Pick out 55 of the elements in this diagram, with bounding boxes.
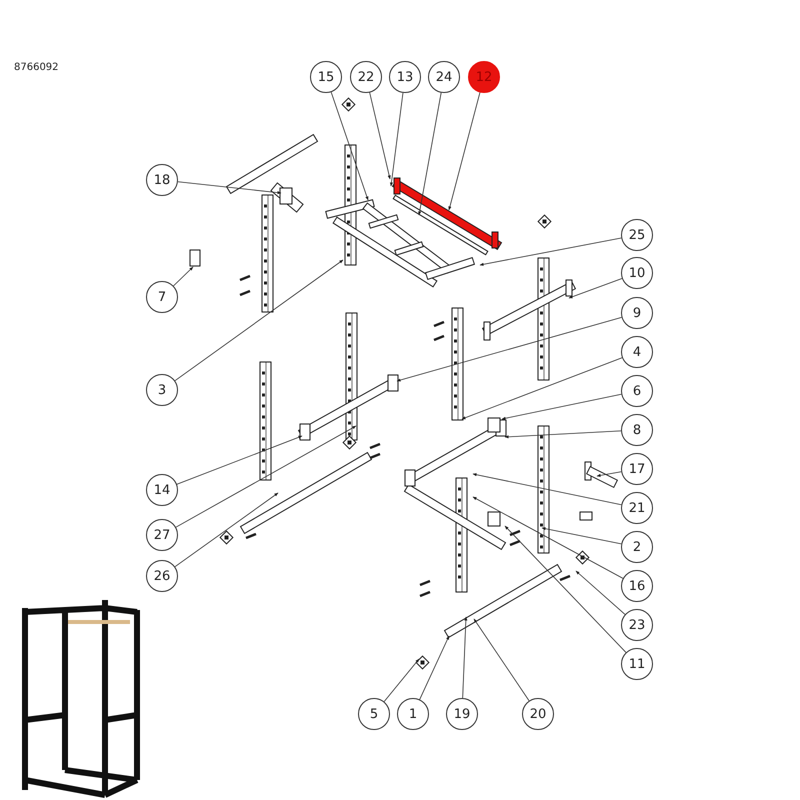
leader-line bbox=[504, 430, 622, 438]
callout-number: 23 bbox=[621, 609, 653, 641]
callout-number: 3 bbox=[146, 374, 178, 406]
callout-number: 27 bbox=[146, 519, 178, 551]
callout-number: 21 bbox=[621, 492, 653, 524]
callout-number: 13 bbox=[389, 61, 421, 93]
leader-line bbox=[174, 260, 344, 382]
leader-line bbox=[480, 238, 622, 266]
leader-line bbox=[504, 526, 626, 653]
callout-number: 8 bbox=[621, 414, 653, 446]
leader-line bbox=[474, 618, 530, 702]
product-code: 8766092 bbox=[14, 62, 59, 73]
callout-number: 7 bbox=[146, 281, 178, 313]
leader-line bbox=[384, 658, 420, 702]
callout-number: 22 bbox=[350, 61, 382, 93]
callout-number: 20 bbox=[522, 698, 554, 730]
callout-number: 10 bbox=[621, 257, 653, 289]
callout-number: 19 bbox=[446, 698, 478, 730]
callout-number: 26 bbox=[146, 560, 178, 592]
leader-line bbox=[369, 92, 391, 180]
leader-line bbox=[330, 92, 368, 200]
callout-number: 9 bbox=[621, 297, 653, 329]
leader-line bbox=[472, 473, 622, 506]
leader-line bbox=[448, 92, 480, 210]
leader-line bbox=[176, 436, 302, 485]
leader-line bbox=[418, 92, 442, 216]
callout-number: 18 bbox=[146, 164, 178, 196]
callout-number: 12 bbox=[468, 61, 500, 93]
leader-line bbox=[502, 394, 622, 420]
leader-line bbox=[178, 181, 282, 194]
callout-number: 11 bbox=[621, 648, 653, 680]
leader-line bbox=[576, 570, 626, 615]
leader-line bbox=[596, 471, 622, 477]
callout-number: 16 bbox=[621, 570, 653, 602]
callout-number: 4 bbox=[621, 336, 653, 368]
callout-number: 6 bbox=[621, 375, 653, 407]
leader-line bbox=[568, 278, 622, 298]
callout-number: 14 bbox=[146, 474, 178, 506]
callout-number: 25 bbox=[621, 219, 653, 251]
callout-number: 1 bbox=[397, 698, 429, 730]
leader-line bbox=[396, 316, 622, 382]
callout-number: 5 bbox=[358, 698, 390, 730]
leader-line bbox=[419, 636, 450, 700]
leader-line bbox=[174, 492, 278, 568]
leader-line bbox=[176, 426, 356, 528]
leader-line bbox=[390, 92, 404, 186]
leader-line bbox=[462, 357, 622, 420]
leader-line bbox=[173, 266, 194, 286]
callout-number: 2 bbox=[621, 531, 653, 563]
callout-number: 24 bbox=[428, 61, 460, 93]
leader-line bbox=[462, 616, 468, 698]
leader-line bbox=[542, 527, 622, 544]
leader-line bbox=[472, 496, 624, 579]
callout-number: 15 bbox=[310, 61, 342, 93]
callout-number: 17 bbox=[621, 453, 653, 485]
